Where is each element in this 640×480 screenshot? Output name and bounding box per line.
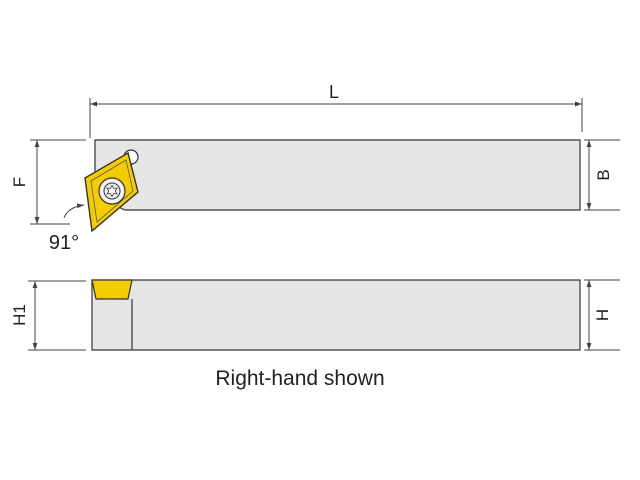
side-view: [91, 279, 581, 351]
dimension-L: [89, 98, 583, 138]
side-insert: [91, 279, 133, 300]
dimension-label-H1: H1: [10, 304, 29, 326]
torx-screw-icon: [98, 177, 126, 205]
dimension-F: [30, 139, 86, 225]
dimension-H: [584, 279, 620, 351]
dimension-B: [584, 139, 620, 211]
dimension-label-F: F: [10, 177, 29, 187]
dimension-label-H: H: [593, 309, 612, 321]
dimension-label-L: L: [329, 82, 339, 102]
angle-indicator: [63, 203, 85, 219]
angle-label: 91°: [49, 232, 79, 254]
dimension-label-B: B: [594, 169, 613, 180]
top-shank-body: [94, 139, 581, 211]
dimension-H1: [28, 280, 86, 351]
caption: Right-hand shown: [215, 367, 384, 390]
top-view: [84, 139, 581, 233]
side-shank-body: [91, 279, 581, 351]
